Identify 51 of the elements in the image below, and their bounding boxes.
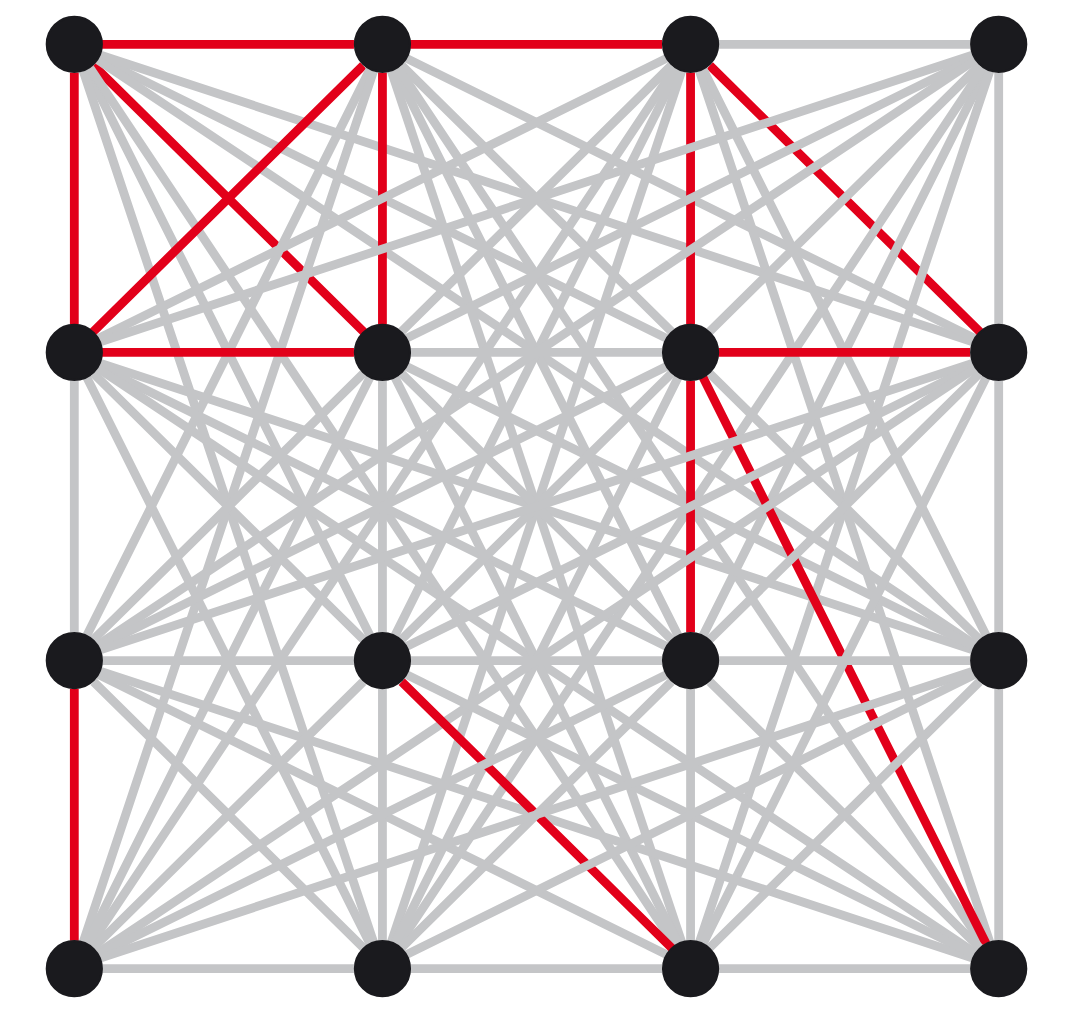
connector <box>82 375 374 946</box>
node-circle <box>353 631 411 690</box>
connector <box>717 348 970 357</box>
connector <box>377 380 387 633</box>
connector <box>101 39 354 49</box>
connector <box>993 380 1003 633</box>
connector <box>101 656 354 665</box>
node-circle <box>969 15 1027 73</box>
connector <box>69 72 79 325</box>
connector <box>78 69 378 944</box>
connector <box>101 348 354 357</box>
connector <box>685 688 695 941</box>
node-circle <box>661 631 719 690</box>
node-circle <box>45 631 103 690</box>
connector <box>717 964 970 974</box>
connector <box>98 667 974 963</box>
connector <box>698 375 990 946</box>
node-circle <box>45 15 103 73</box>
connector <box>377 688 387 941</box>
node-circle <box>969 323 1027 382</box>
node-circle <box>353 323 411 382</box>
connector <box>95 56 977 649</box>
node-circle <box>45 323 103 382</box>
connector <box>717 39 970 49</box>
connector <box>694 69 994 944</box>
connector <box>82 67 374 638</box>
connector <box>685 72 695 325</box>
node-circle <box>45 940 103 998</box>
connector <box>101 964 354 974</box>
connector <box>386 69 686 944</box>
node-circle <box>661 15 719 73</box>
connector <box>69 380 79 633</box>
connector <box>95 364 977 957</box>
connector <box>993 72 1003 325</box>
connector <box>717 656 970 665</box>
node-circle <box>661 940 719 998</box>
connector <box>409 348 662 357</box>
node-circle <box>969 631 1027 690</box>
connector <box>409 656 662 665</box>
connector <box>377 72 387 325</box>
connector <box>698 67 990 638</box>
connector <box>409 964 662 974</box>
node-circle <box>969 940 1027 998</box>
connector <box>993 688 1003 941</box>
node-circle <box>661 323 719 382</box>
node-circle <box>353 940 411 998</box>
connector <box>98 358 974 654</box>
connector <box>685 380 695 633</box>
connector <box>69 688 79 941</box>
node-circle <box>353 15 411 73</box>
connector <box>409 39 662 49</box>
